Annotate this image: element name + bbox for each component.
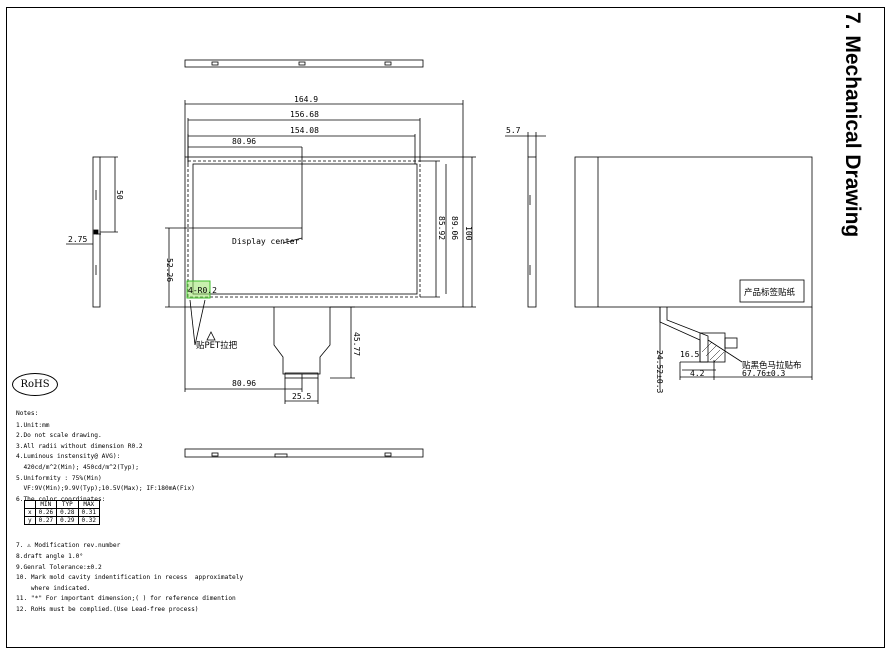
note-line: 7. ⚠ Modification rev.number — [16, 542, 121, 550]
note-line: 4.Luminous instensity@ AVG): — [16, 453, 121, 461]
corner-radius-mark: 4-R0.2 — [188, 286, 217, 295]
right-side-view — [505, 132, 546, 308]
color-coordinates-table: MIN TYP MAX x 0.26 0.28 0.31 y 0.27 0.29… — [24, 500, 100, 525]
dim-aa-width: 154.08 — [290, 126, 319, 135]
pet-tab-label: 贴PET拉把 — [196, 340, 238, 351]
left-side-view — [66, 156, 118, 308]
table-header-cell — [24, 500, 36, 509]
table-header-cell: TYP — [56, 500, 79, 509]
note-line: 1.Unit:mm — [16, 421, 50, 429]
dim-back-fpc-c: 67.76±0.3 — [742, 369, 786, 378]
dim-bottom-center-x: 80.96 — [232, 379, 256, 388]
note-line: 10. Mark mold cavity indentification in … — [16, 574, 244, 582]
table-cell: 0.26 — [34, 508, 58, 517]
notes-title: Notes: — [16, 410, 39, 417]
hatch-pattern — [701, 341, 725, 363]
dim-back-fpc-a: 16.5 — [680, 350, 699, 359]
note-line: 420cd/m^2(Min); 450cd/m^2(Typ); — [16, 463, 139, 471]
note-line: 3.All radii without dimension R0.2 — [16, 442, 143, 450]
dim-center-y: 52.26 — [165, 258, 174, 282]
note-line: 9.Genral Tolerance:±0.2 — [16, 563, 102, 571]
note-line: 6.The color coordinates: — [16, 495, 106, 503]
table-cell: x — [24, 508, 36, 517]
dim-thickness: 5.7 — [506, 126, 521, 135]
table-cell: 0.31 — [77, 508, 100, 517]
table-cell: 0.32 — [77, 516, 100, 525]
note-line: 2.Do not scale drawing. — [16, 432, 102, 440]
table-header-cell: MAX — [77, 500, 100, 509]
note-line: 11. "*" For important dimension;( ) for … — [16, 595, 236, 603]
dim-fpc-width: 25.5 — [292, 392, 311, 401]
table-cell: y — [24, 516, 36, 525]
top-edge-view — [184, 59, 424, 68]
table-cell: 0.28 — [56, 508, 79, 517]
note-line: 5.Uniformity : 75%(Min) — [16, 474, 102, 482]
product-label-sticker: 产品标签贴纸 — [744, 287, 796, 298]
dim-overall-height: 100 — [464, 226, 473, 241]
dim-center-x: 80.96 — [232, 137, 256, 146]
dim-back-fpc-b: 4.2 — [690, 369, 705, 378]
dim-back-fpc-d: 24.52±0.3 — [655, 350, 664, 394]
dim-vaa-width: 156.68 — [290, 110, 319, 119]
note-line: VF:9V(Min);9.9V(Typ);10.5V(Max); IF:180m… — [16, 485, 195, 493]
rohs-badge: RoHS — [12, 373, 58, 396]
front-view — [165, 100, 476, 404]
dim-vaa-height: 89.06 — [450, 216, 459, 240]
note-line: where indicated. — [16, 584, 91, 592]
revision-triangle-icon — [206, 331, 216, 341]
page-title: 7. Mechanical Drawing — [841, 12, 864, 238]
dim-aa-height: 85.92 — [437, 216, 446, 240]
note-line: 8.draft angle 1.0° — [16, 552, 84, 560]
notes-block: Notes: 1.Unit:mm 2.Do not scale drawing.… — [16, 409, 243, 616]
table-cell: 0.29 — [56, 516, 79, 525]
display-center-label: Display center — [232, 237, 300, 246]
pet-tab-highlight — [186, 280, 211, 299]
dim-side-offset: 2.75 — [68, 235, 87, 244]
note-line: 12. RoHs must be complied.(Use Lead-free… — [16, 605, 199, 613]
table-cell: 0.27 — [34, 516, 58, 525]
back-view — [574, 156, 813, 390]
bottom-edge-view — [184, 448, 424, 458]
dim-fpc-length: 45.77 — [352, 332, 361, 356]
black-tape-label: 贴黑色马拉贴布 — [742, 360, 802, 371]
table-header-cell: MIN — [34, 500, 58, 509]
dim-side-height: 50 — [115, 190, 124, 200]
dim-overall-width: 164.9 — [294, 95, 318, 104]
